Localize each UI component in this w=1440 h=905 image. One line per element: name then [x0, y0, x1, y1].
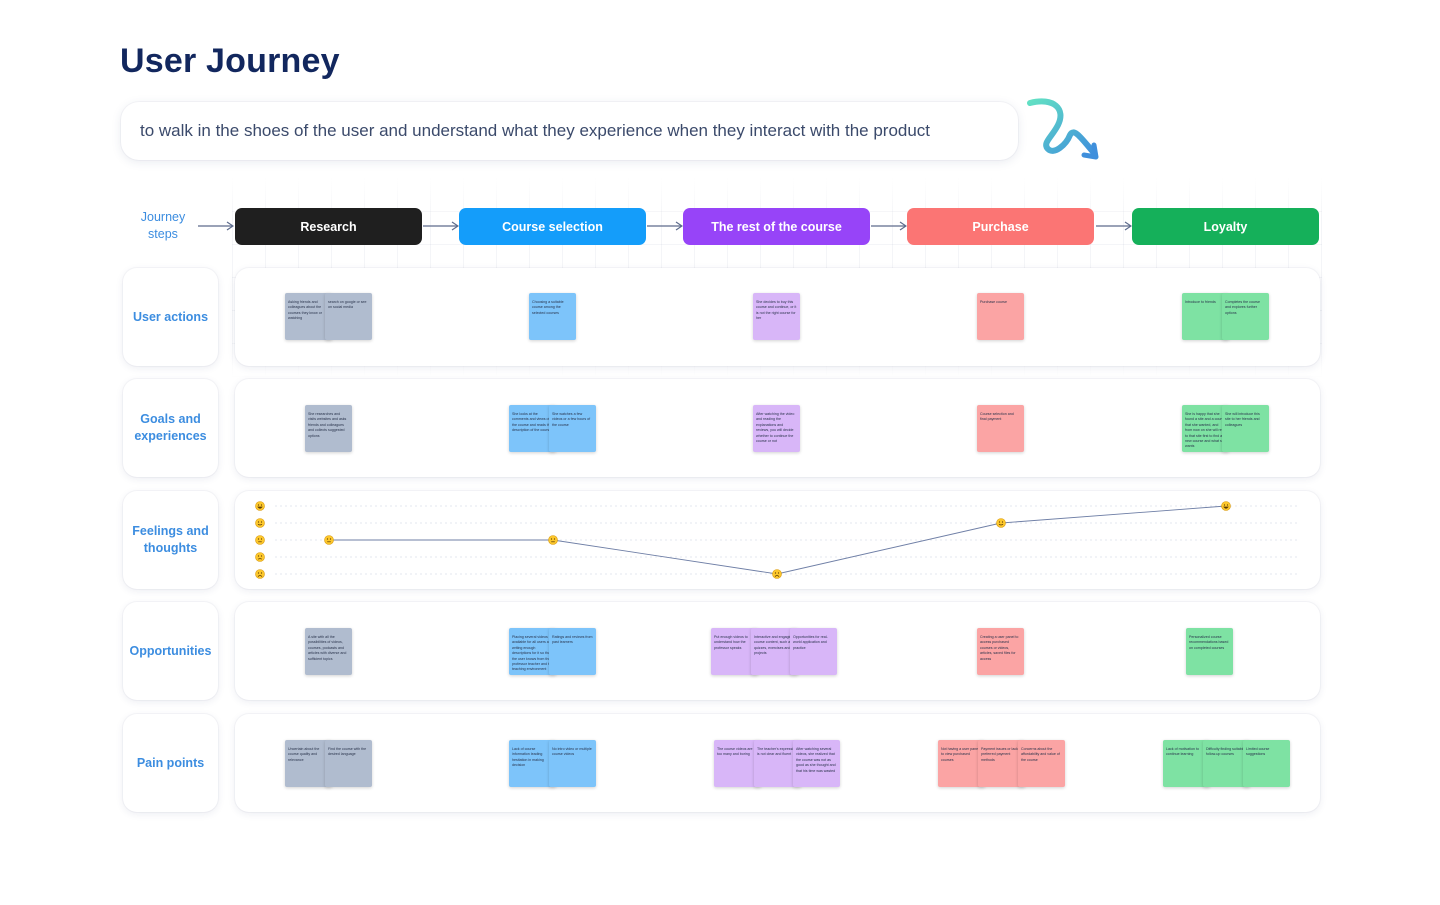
sticky-note[interactable]: No intro video or multiple course videos: [549, 740, 596, 787]
sticky-note[interactable]: Opportunities for real-world application…: [790, 628, 837, 675]
step-arrow-icon: [871, 221, 907, 231]
happy-face-icon: [255, 518, 265, 528]
sticky-note[interactable]: Difficulty finding suitable follow-up co…: [1203, 740, 1250, 787]
sticky-note[interactable]: Uncertain about the course quality and r…: [285, 740, 332, 787]
sticky-note[interactable]: The course videos are too many and borin…: [714, 740, 761, 787]
sticky-note[interactable]: Placing several videos available for all…: [509, 628, 556, 675]
sticky-note[interactable]: After watching the video and reading the…: [753, 405, 800, 452]
sticky-note[interactable]: Course selection and final payment: [977, 405, 1024, 452]
worried-face-icon: [255, 552, 265, 562]
neutral-face-icon: [255, 535, 265, 545]
journey-step-course-selection[interactable]: Course selection: [459, 208, 646, 245]
sticky-note[interactable]: She looks at the comments and views of t…: [509, 405, 556, 452]
sad-face-icon: [255, 569, 265, 579]
sticky-note[interactable]: She watches a few videos or a few hours …: [549, 405, 596, 452]
feelings-chart: [255, 501, 1300, 579]
swirl-arrow-icon: [1027, 98, 1099, 160]
step-arrow-icon: [1096, 221, 1132, 231]
subtitle-text: to walk in the shoes of the user and und…: [140, 121, 931, 140]
sticky-note[interactable]: Not having a user panel to view purchase…: [938, 740, 985, 787]
feeling-point-the-rest-of-the-course: [772, 569, 782, 579]
sticky-note[interactable]: Put enough videos to understand how the …: [711, 628, 758, 675]
sticky-note[interactable]: She researches and visits websites and a…: [305, 405, 352, 452]
sticky-note[interactable]: Payment issues or lack of preferred paym…: [978, 740, 1025, 787]
feeling-point-research: [324, 535, 334, 545]
sticky-note[interactable]: Limited course suggestions: [1243, 740, 1290, 787]
sticky-note[interactable]: She is happy that she found a site and a…: [1182, 405, 1229, 452]
feeling-point-loyalty: [1221, 501, 1231, 511]
feeling-point-course-selection: [548, 535, 558, 545]
journey-steps-label: Journey steps: [140, 210, 186, 241]
step-arrow-icon: [423, 221, 459, 231]
sticky-note[interactable]: She will introduce this site to her frie…: [1222, 405, 1269, 452]
sticky-note[interactable]: Find the course with the desired languag…: [325, 740, 372, 787]
sticky-note[interactable]: Lack of motivation to continue learning: [1163, 740, 1210, 787]
step-arrow-icon: [198, 221, 234, 231]
sticky-note[interactable]: Purchase course: [977, 293, 1024, 340]
journey-step-loyalty[interactable]: Loyalty: [1132, 208, 1319, 245]
sticky-note[interactable]: Asking friends and colleagues about the …: [285, 293, 332, 340]
sticky-note[interactable]: Completes the course and explores furthe…: [1222, 293, 1269, 340]
journey-step-the-rest-of-the-course[interactable]: The rest of the course: [683, 208, 870, 245]
row-label-pain-points: Pain points: [123, 714, 218, 812]
sticky-note[interactable]: Creating a user panel to access purchase…: [977, 628, 1024, 675]
journey-step-research[interactable]: Research: [235, 208, 422, 245]
feeling-point-purchase: [996, 518, 1006, 528]
step-arrow-icon: [647, 221, 683, 231]
very-happy-face-icon: [255, 501, 265, 511]
sticky-note[interactable]: Concerns about the affordability and val…: [1018, 740, 1065, 787]
sticky-note[interactable]: After watching several videos, she reali…: [793, 740, 840, 787]
journey-step-purchase[interactable]: Purchase: [907, 208, 1094, 245]
subtitle-box: to walk in the shoes of the user and und…: [121, 102, 1018, 160]
row-label-user-actions: User actions: [123, 268, 218, 366]
sticky-note[interactable]: She decides to buy this course and conti…: [753, 293, 800, 340]
sticky-note[interactable]: Personalized course recommendations base…: [1186, 628, 1233, 675]
sticky-note[interactable]: Introduce to friends: [1182, 293, 1229, 340]
sticky-note[interactable]: A site with all the possibilities of vid…: [305, 628, 352, 675]
page-title: User Journey: [120, 42, 340, 80]
sticky-note[interactable]: Choosing a suitable course among the sel…: [529, 293, 576, 340]
sticky-note[interactable]: Ratings and reviews from past learners: [549, 628, 596, 675]
sticky-note[interactable]: search on google or see on social media: [325, 293, 372, 340]
row-label-opportunities: Opportunities: [123, 602, 218, 700]
sticky-note[interactable]: Lack of course information leading hesit…: [509, 740, 556, 787]
